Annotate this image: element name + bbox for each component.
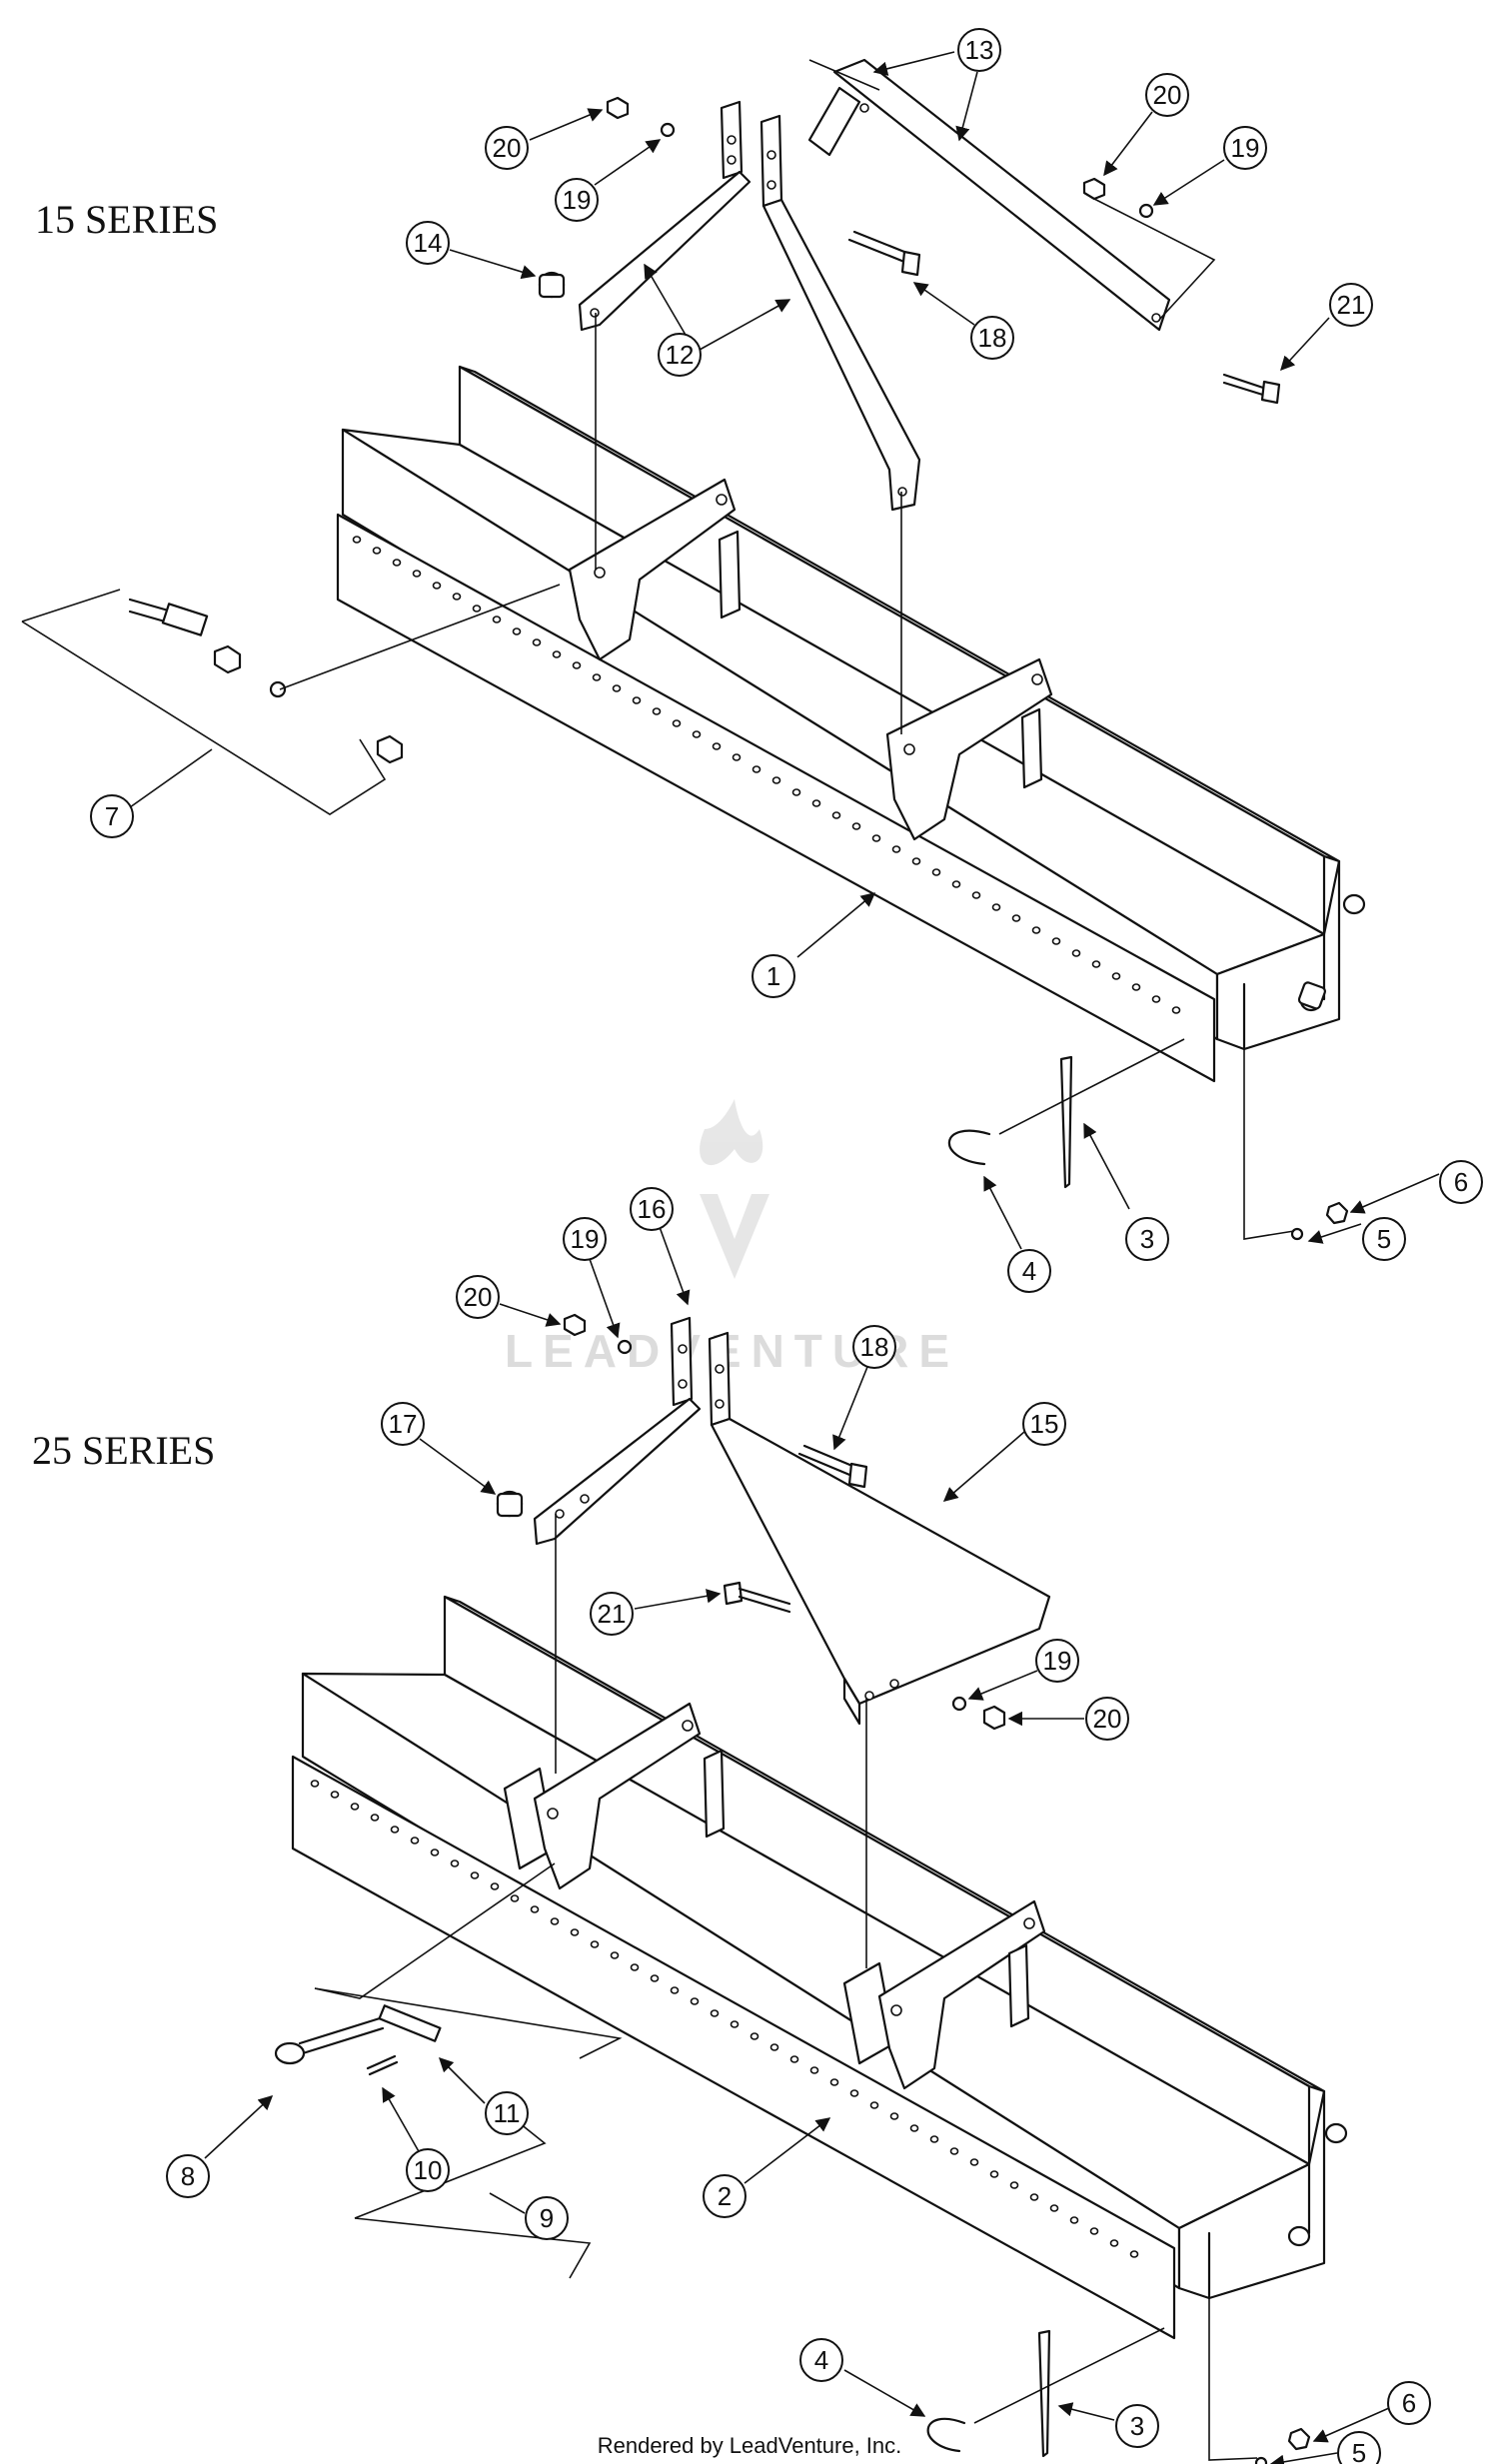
callout-9: 9: [489, 2192, 569, 2240]
callout-8: 8: [166, 2095, 274, 2198]
callout-19c: 19: [563, 1217, 621, 1339]
callout-1: 1: [751, 892, 876, 998]
callout-3: 3: [1083, 1122, 1169, 1261]
svg-text:11: 11: [494, 2098, 521, 2128]
callout-16: 16: [630, 1187, 691, 1306]
bolt-18: [847, 230, 911, 264]
bolt-21-25: [723, 1581, 744, 1606]
clip-4: [947, 1129, 991, 1166]
hole-row-25: [310, 1780, 1139, 2258]
svg-text:21: 21: [598, 1599, 627, 1629]
nut-20: [606, 96, 630, 120]
svg-text:8: 8: [181, 2161, 195, 2191]
a-frame-mast-15: [578, 100, 921, 512]
nut-6: [1325, 1201, 1349, 1225]
svg-text:4: 4: [1022, 1256, 1036, 1286]
callout-18: 18: [912, 282, 1014, 360]
assembly-25-series: 2 3 4 5 6 8 9 10 11 15 16 17 18 19 19 20…: [166, 1187, 1431, 2464]
callout-4b: 4: [799, 2338, 926, 2417]
svg-text:18: 18: [860, 1332, 889, 1362]
callout-21: 21: [1280, 283, 1373, 372]
pin-10: [366, 2054, 399, 2076]
callout-5: 5: [1307, 1217, 1406, 1261]
leader-lines-25: [314, 1514, 1258, 2461]
assembly-15-series: 1 3 4 5 6 7 12 13 14 18 19 19 20 20 21: [21, 28, 1483, 1293]
svg-text:5: 5: [1352, 2438, 1366, 2464]
svg-text:7: 7: [105, 801, 119, 831]
leader-lines-15: [21, 59, 1295, 1240]
pin-11: [298, 2016, 385, 2055]
series-25-title: 25 SERIES: [32, 1428, 215, 1473]
nut-20-25: [563, 1313, 587, 1337]
svg-text:6: 6: [1402, 2388, 1416, 2418]
spike-3: [1059, 1055, 1073, 1189]
callout-18b: 18: [832, 1325, 896, 1451]
brace-15: [807, 58, 1171, 332]
svg-text:3: 3: [1130, 2411, 1144, 2441]
callout-14: 14: [406, 221, 537, 280]
callout-5b: 5: [1269, 2431, 1381, 2464]
callout-20a: 20: [485, 108, 604, 170]
callout-10: 10: [382, 2086, 450, 2192]
washer-19-25: [617, 1339, 633, 1355]
svg-text:9: 9: [540, 2203, 554, 2233]
ring-8: [274, 2041, 306, 2065]
callout-3b: 3: [1057, 2402, 1159, 2448]
callout-20b: 20: [1103, 73, 1189, 177]
callout-6: 6: [1349, 1160, 1483, 1214]
box-blade-25: [291, 1595, 1348, 2340]
svg-text:15: 15: [1030, 1409, 1059, 1439]
svg-text:1: 1: [766, 961, 780, 991]
callout-13a: 13: [872, 28, 1001, 76]
svg-text:20: 20: [464, 1282, 493, 1312]
svg-text:4: 4: [814, 2345, 828, 2375]
hole-row-15: [352, 536, 1181, 1014]
callout-4: 4: [983, 1175, 1051, 1293]
footer-credit: Rendered by LeadVenture, Inc.: [598, 2433, 902, 2458]
svg-text:20: 20: [1153, 80, 1182, 110]
callout-17: 17: [381, 1402, 497, 1495]
svg-text:17: 17: [389, 1409, 418, 1439]
box-blade-15: [336, 365, 1366, 1083]
washer-5: [1290, 1227, 1304, 1241]
washer-19: [660, 122, 676, 138]
svg-text:21: 21: [1337, 290, 1366, 320]
callout-19b: 19: [1152, 126, 1267, 206]
svg-text:18: 18: [978, 323, 1007, 353]
callout-15: 15: [942, 1402, 1066, 1502]
svg-text:19: 19: [1043, 1646, 1072, 1676]
hardware-15: [128, 96, 1349, 1241]
svg-text:19: 19: [571, 1224, 600, 1254]
callout-12b: [699, 299, 791, 351]
callout-6b: 6: [1312, 2381, 1431, 2443]
svg-text:20: 20: [1093, 1704, 1122, 1734]
callout-19a: 19: [555, 139, 662, 222]
svg-text:6: 6: [1454, 1167, 1468, 1197]
svg-text:19: 19: [1231, 133, 1260, 163]
svg-text:19: 19: [563, 185, 592, 215]
svg-text:14: 14: [414, 228, 443, 258]
callout-19d: 19: [967, 1639, 1079, 1701]
callout-20d: 20: [1007, 1697, 1129, 1741]
hardware-25: [274, 1313, 1311, 2464]
svg-text:3: 3: [1140, 1224, 1154, 1254]
callout-20c: 20: [456, 1275, 562, 1327]
callout-7: 7: [90, 748, 213, 838]
svg-text:16: 16: [638, 1194, 667, 1224]
callout-13b: [955, 71, 978, 142]
svg-text:13: 13: [965, 35, 994, 65]
svg-text:20: 20: [493, 133, 522, 163]
series-15-title: 15 SERIES: [35, 197, 218, 242]
callout-12a: 12: [644, 263, 702, 377]
svg-text:5: 5: [1377, 1224, 1391, 1254]
callout-11: 11: [438, 2056, 529, 2135]
callout-2: 2: [703, 2117, 831, 2218]
mast-25: [533, 1316, 1051, 1726]
svg-text:10: 10: [414, 2155, 443, 2185]
callout-21b: 21: [590, 1589, 722, 1636]
svg-text:2: 2: [718, 2181, 732, 2211]
svg-text:12: 12: [666, 340, 695, 370]
